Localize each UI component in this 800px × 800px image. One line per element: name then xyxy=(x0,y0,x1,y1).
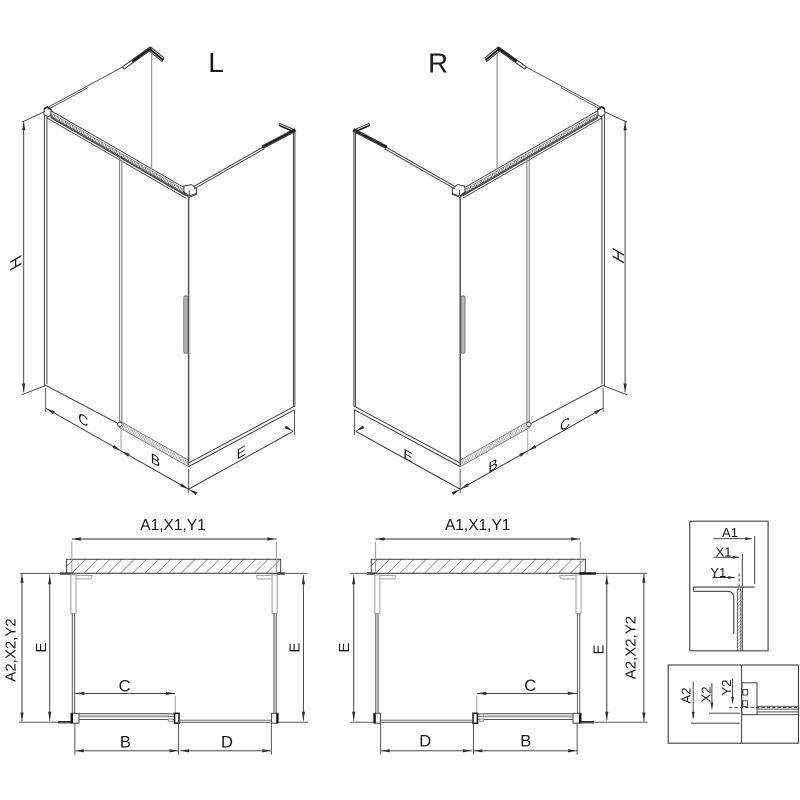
svg-text:L: L xyxy=(208,47,224,78)
svg-text:E: E xyxy=(33,643,50,653)
svg-text:A1,X1,Y1: A1,X1,Y1 xyxy=(140,517,206,534)
svg-text:X2: X2 xyxy=(699,687,714,703)
svg-text:Y1: Y1 xyxy=(710,565,726,580)
svg-text:B: B xyxy=(151,450,160,471)
svg-text:E: E xyxy=(237,442,246,463)
svg-text:B: B xyxy=(520,732,531,750)
svg-text:E: E xyxy=(336,643,353,653)
svg-text:C: C xyxy=(119,677,131,695)
svg-text:B: B xyxy=(120,733,131,751)
svg-text:A2: A2 xyxy=(679,688,694,704)
svg-text:A2,X2,Y2: A2,X2,Y2 xyxy=(3,618,20,681)
svg-text:C: C xyxy=(78,410,88,432)
svg-text:A2,X2,Y2: A2,X2,Y2 xyxy=(623,616,640,679)
svg-text:D: D xyxy=(221,733,233,751)
svg-text:C: C xyxy=(560,414,570,436)
svg-text:Y2: Y2 xyxy=(719,680,734,696)
svg-text:A1,X1,Y1: A1,X1,Y1 xyxy=(445,517,511,534)
svg-text:D: D xyxy=(419,732,431,750)
svg-text:A1: A1 xyxy=(722,525,738,540)
svg-text:E: E xyxy=(590,644,607,654)
svg-text:B: B xyxy=(488,455,497,476)
svg-text:R: R xyxy=(428,48,448,79)
svg-text:E: E xyxy=(403,446,412,467)
svg-text:E: E xyxy=(287,643,304,653)
svg-text:C: C xyxy=(524,677,536,695)
svg-text:X1: X1 xyxy=(716,545,732,560)
